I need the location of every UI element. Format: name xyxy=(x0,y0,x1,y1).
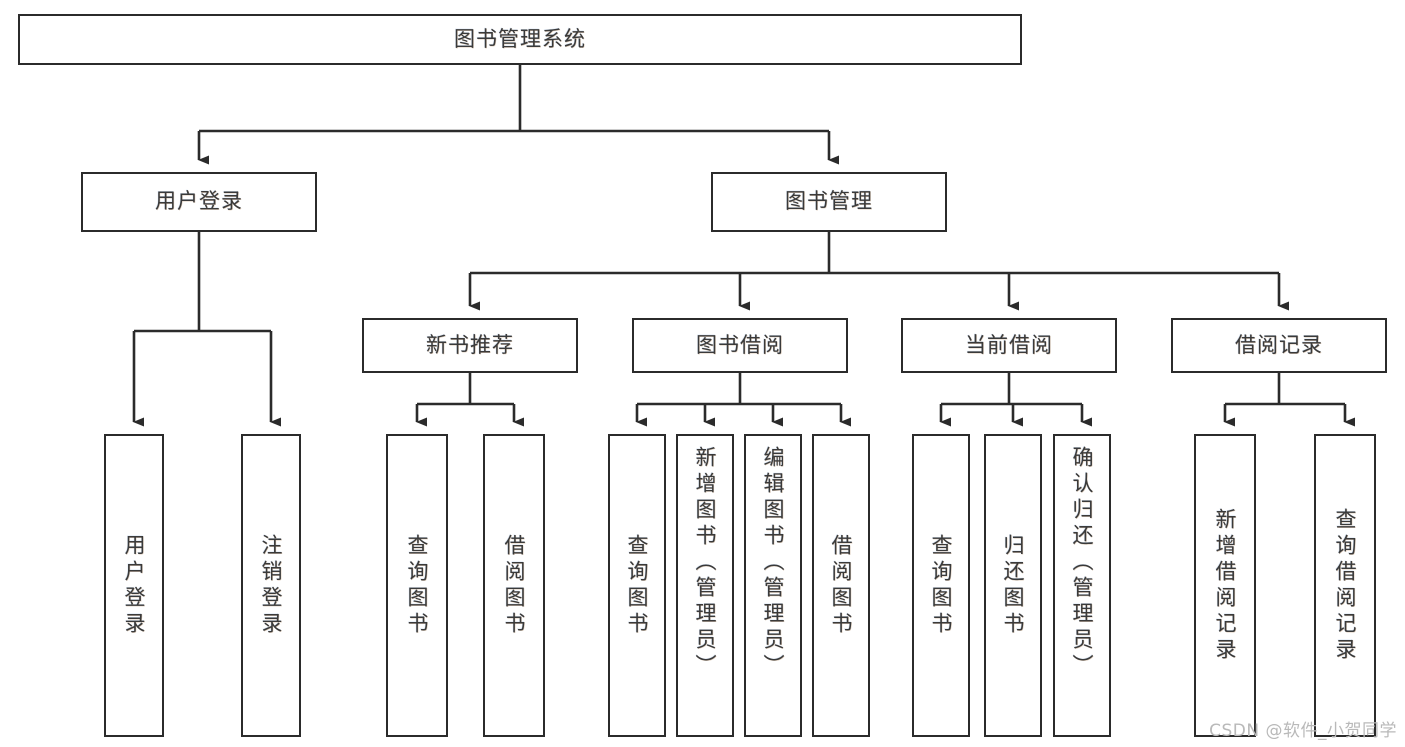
leaf-confirm-return-admin-label: 确认归还（管理员） xyxy=(1070,446,1095,680)
leaf-logout-label: 注销登录 xyxy=(259,533,284,638)
leaf-add-book-admin[interactable]: 新增图书（管理员） xyxy=(676,434,734,737)
node-book-borrow-label: 图书借阅 xyxy=(696,332,784,357)
leaf-add-book-admin-label: 新增图书（管理员） xyxy=(693,446,718,680)
leaf-query-borrow-record[interactable]: 查询借阅记录 xyxy=(1314,434,1376,737)
node-root[interactable]: 图书管理系统 xyxy=(18,14,1022,65)
leaf-add-borrow-record[interactable]: 新增借阅记录 xyxy=(1194,434,1256,737)
leaf-borrow-book-newbook[interactable]: 借阅图书 xyxy=(483,434,545,737)
node-current-borrow-label: 当前借阅 xyxy=(965,332,1053,357)
leaf-query-borrow-record-label: 查询借阅记录 xyxy=(1333,507,1358,664)
node-user-login[interactable]: 用户登录 xyxy=(81,172,317,232)
node-new-book-recommend-label: 新书推荐 xyxy=(426,332,514,357)
leaf-edit-book-admin-label: 编辑图书（管理员） xyxy=(761,446,786,680)
node-book-management[interactable]: 图书管理 xyxy=(711,172,947,232)
leaf-user-login[interactable]: 用户登录 xyxy=(104,434,164,737)
node-borrow-record[interactable]: 借阅记录 xyxy=(1171,318,1387,373)
leaf-query-book-current[interactable]: 查询图书 xyxy=(912,434,970,737)
leaf-add-borrow-record-label: 新增借阅记录 xyxy=(1213,507,1238,664)
node-new-book-recommend[interactable]: 新书推荐 xyxy=(362,318,578,373)
leaf-query-book-borrow[interactable]: 查询图书 xyxy=(608,434,666,737)
node-current-borrow[interactable]: 当前借阅 xyxy=(901,318,1117,373)
leaf-return-book[interactable]: 归还图书 xyxy=(984,434,1042,737)
node-user-login-label: 用户登录 xyxy=(155,189,243,214)
leaf-borrow-book-label: 借阅图书 xyxy=(829,533,854,638)
leaf-return-book-label: 归还图书 xyxy=(1001,533,1026,638)
node-book-borrow[interactable]: 图书借阅 xyxy=(632,318,848,373)
leaf-logout[interactable]: 注销登录 xyxy=(241,434,301,737)
leaf-edit-book-admin[interactable]: 编辑图书（管理员） xyxy=(744,434,802,737)
leaf-user-login-label: 用户登录 xyxy=(122,533,147,638)
node-root-label: 图书管理系统 xyxy=(454,26,586,51)
csdn-watermark: CSDN @软件_小贺同学 xyxy=(1209,721,1397,741)
leaf-query-book-newbook-label: 查询图书 xyxy=(405,533,430,638)
leaf-confirm-return-admin[interactable]: 确认归还（管理员） xyxy=(1053,434,1111,737)
leaf-query-book-current-label: 查询图书 xyxy=(929,533,954,638)
leaf-borrow-book[interactable]: 借阅图书 xyxy=(812,434,870,737)
node-book-management-label: 图书管理 xyxy=(785,189,873,214)
leaf-query-book-borrow-label: 查询图书 xyxy=(625,533,650,638)
leaf-borrow-book-newbook-label: 借阅图书 xyxy=(502,533,527,638)
node-borrow-record-label: 借阅记录 xyxy=(1235,332,1323,357)
leaf-query-book-newbook[interactable]: 查询图书 xyxy=(386,434,448,737)
